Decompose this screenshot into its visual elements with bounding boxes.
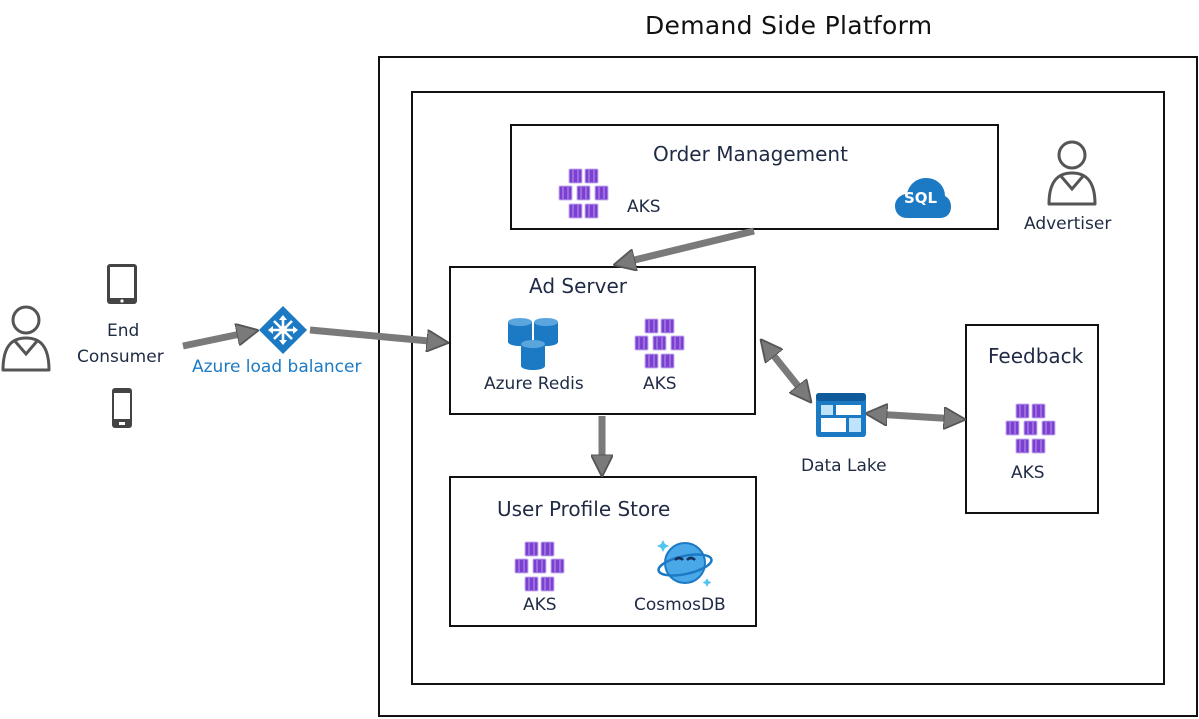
ad-server-box [449, 266, 756, 415]
user-profile-store-title: User Profile Store [497, 497, 671, 521]
feedback-aks-label: AKS [1011, 463, 1045, 483]
phone-icon [112, 388, 132, 428]
azure-redis-icon [508, 318, 558, 370]
order-management-title: Order Management [653, 142, 848, 166]
arrow-lb-to-adserver [309, 326, 440, 342]
end-consumer-label-line2: Consumer [77, 347, 164, 367]
data-lake-icon [816, 393, 866, 437]
cosmosdb-label: CosmosDB [634, 595, 726, 615]
cosmosdb-icon [657, 540, 713, 587]
feedback-aks-icon [1005, 403, 1056, 454]
sql-icon-text: SQL [904, 189, 938, 207]
user-profile-store-box [449, 476, 757, 627]
arrow-adserver-datalake [766, 346, 806, 396]
arrow-consumer-to-lb [182, 332, 250, 350]
end-consumer-label-line1: End [107, 321, 140, 341]
advertiser-person-icon [1047, 140, 1097, 206]
arrow-datalake-feedback [874, 414, 957, 419]
sql-database-icon [895, 178, 951, 218]
ad-server-title: Ad Server [529, 274, 627, 298]
load-balancer-icon [258, 305, 308, 355]
profile-aks-icon [514, 541, 565, 592]
diagram-title: Demand Side Platform [645, 11, 933, 40]
advertiser-label: Advertiser [1024, 214, 1112, 234]
order-aks-icon [558, 168, 609, 219]
azure-redis-label: Azure Redis [484, 374, 584, 394]
data-lake-label: Data Lake [801, 456, 887, 476]
load-balancer-label: Azure load balancer [192, 357, 362, 377]
end-consumer-person-icon [1, 305, 51, 372]
order-aks-label: AKS [627, 197, 661, 217]
profile-aks-label: AKS [523, 595, 557, 615]
adserver-aks-label: AKS [643, 374, 677, 394]
feedback-title: Feedback [988, 344, 1084, 368]
tablet-icon [107, 264, 137, 304]
arrow-order-to-adserver [622, 227, 755, 263]
adserver-aks-icon [634, 318, 685, 369]
